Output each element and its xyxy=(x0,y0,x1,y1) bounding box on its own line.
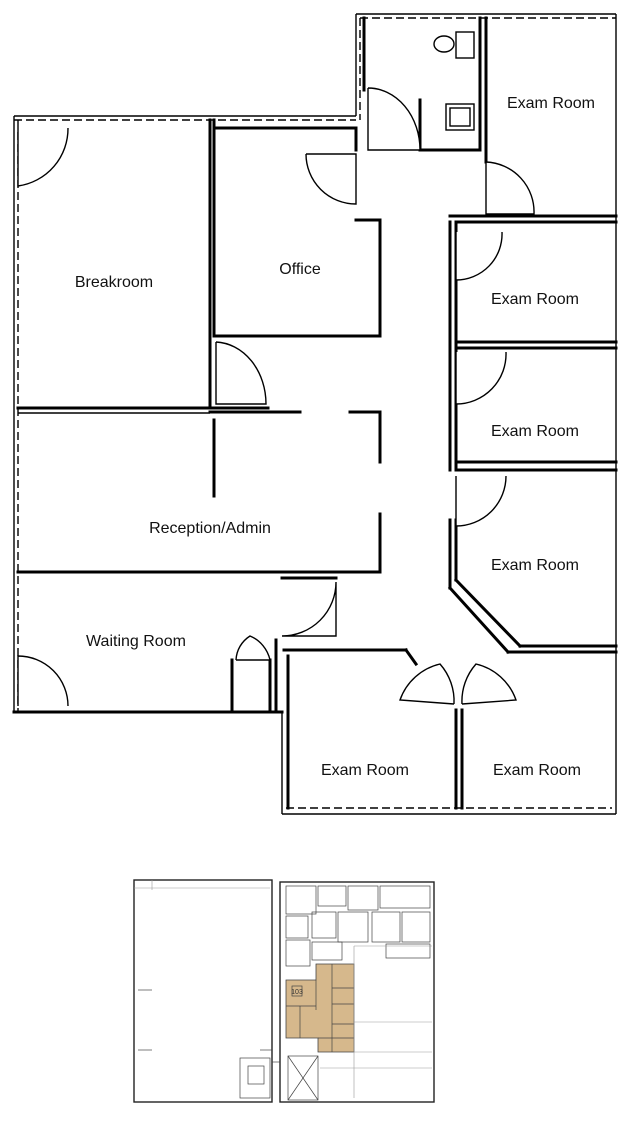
exam-3-door xyxy=(455,351,507,405)
key-plan: 103 xyxy=(133,879,435,1103)
room-label-exam-3: Exam Room xyxy=(491,423,579,440)
room-label-exam-bottom-left: Exam Room xyxy=(321,762,409,779)
key-plan-suite-detail xyxy=(286,964,354,1052)
room-label-office: Office xyxy=(279,261,321,278)
room-label-exam-top: Exam Room xyxy=(507,95,595,112)
waiting-room-door xyxy=(17,655,69,707)
bathroom-door xyxy=(367,87,421,151)
doors xyxy=(17,87,535,707)
breakroom-lower-door xyxy=(215,341,267,405)
bathroom-fixtures xyxy=(433,31,475,131)
waiting-small-door xyxy=(235,635,271,661)
exam-top-door xyxy=(485,161,535,215)
interior-walls xyxy=(16,16,618,810)
room-label-reception: Reception/Admin xyxy=(149,520,271,537)
office-door xyxy=(305,153,357,205)
room-label-exam-bottom-right: Exam Room xyxy=(493,762,581,779)
room-label-breakroom: Breakroom xyxy=(75,274,153,291)
key-plan-suite-tag: 103 xyxy=(291,989,303,996)
room-label-exam-2: Exam Room xyxy=(491,291,579,308)
exam-bottom-left-door xyxy=(399,663,455,705)
exterior-walls xyxy=(12,13,617,815)
room-labels: Breakroom Office Reception/Admin Waiting… xyxy=(75,95,595,779)
reception-door xyxy=(281,581,337,637)
breakroom-door xyxy=(17,127,69,187)
toilet-icon xyxy=(433,35,455,53)
room-label-waiting: Waiting Room xyxy=(86,633,186,650)
key-plan-highlighted-suite xyxy=(285,963,355,1053)
exam-bottom-right-door xyxy=(461,663,517,705)
room-label-exam-4: Exam Room xyxy=(491,557,579,574)
exam-4-door xyxy=(455,475,507,527)
exam-2-door xyxy=(455,231,503,281)
key-plan-upper-rooms xyxy=(285,885,431,967)
